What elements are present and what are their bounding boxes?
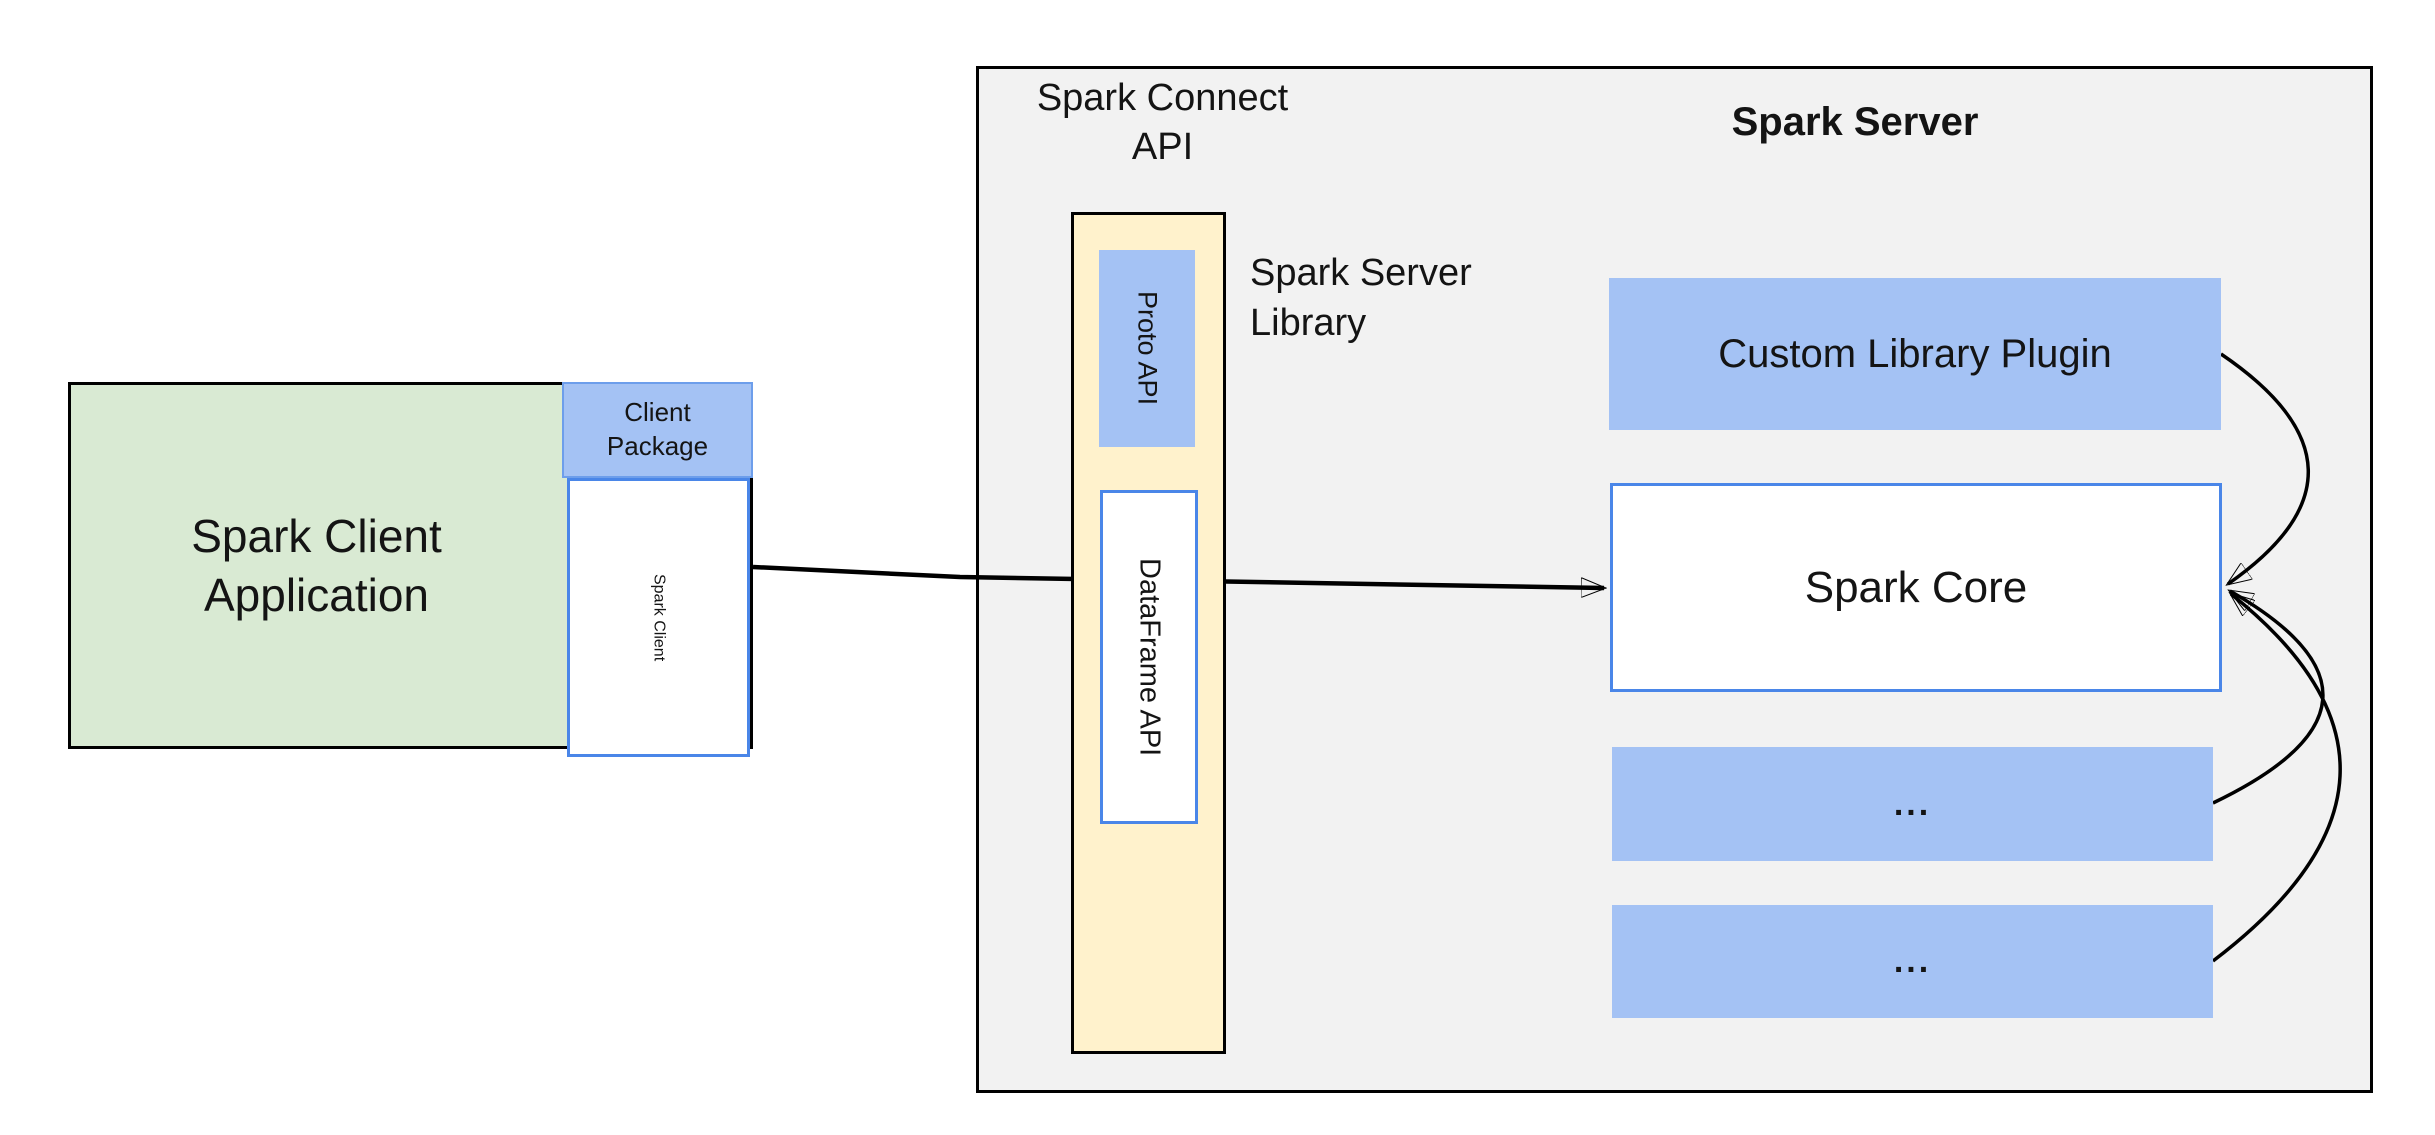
client-package-label-line2: Package bbox=[606, 431, 709, 461]
spark-server-library-label: Spark Server Library bbox=[1250, 248, 1580, 348]
spark-server-title: Spark Server bbox=[1731, 100, 1979, 144]
spark-core-box: Spark Core bbox=[1610, 483, 2222, 692]
proto-api-box: Proto API bbox=[1099, 250, 1195, 447]
ellipsis-box-2: ... bbox=[1612, 905, 2213, 1018]
spark-connect-api-label-line1: Spark Connect bbox=[1036, 77, 1289, 119]
custom-library-plugin-label: Custom Library Plugin bbox=[1718, 331, 2112, 376]
spark-client-application-label-line1: Spark Client bbox=[191, 509, 442, 562]
ellipsis-box-2-label: ... bbox=[1893, 942, 1932, 980]
dataframe-api-label: DataFrame API bbox=[1133, 557, 1166, 757]
spark-server-library-label-line2: Library bbox=[1250, 302, 1367, 345]
client-package-box: Client Package bbox=[562, 382, 753, 478]
spark-core-label: Spark Core bbox=[1804, 562, 2028, 612]
ellipsis-box-1: ... bbox=[1612, 747, 2213, 861]
ellipsis-box-1-label: ... bbox=[1893, 784, 1932, 823]
spark-client-box: Spark Client bbox=[567, 478, 750, 757]
dataframe-api-box: DataFrame API bbox=[1100, 490, 1198, 824]
spark-client-application-label-line2: Application bbox=[203, 568, 430, 621]
spark-client-label: Spark Client bbox=[650, 573, 668, 662]
spark-connect-api-label-line2: API bbox=[1131, 126, 1194, 169]
custom-library-plugin-box: Custom Library Plugin bbox=[1609, 278, 2221, 430]
spark-server-library-label-line1: Spark Server bbox=[1250, 252, 1472, 294]
proto-api-label: Proto API bbox=[1132, 291, 1163, 406]
client-package-label-line1: Client bbox=[624, 397, 691, 428]
spark-connect-api-label: Spark Connect API bbox=[985, 74, 1340, 173]
spark-client-application-label: Spark Client Application bbox=[68, 382, 565, 749]
